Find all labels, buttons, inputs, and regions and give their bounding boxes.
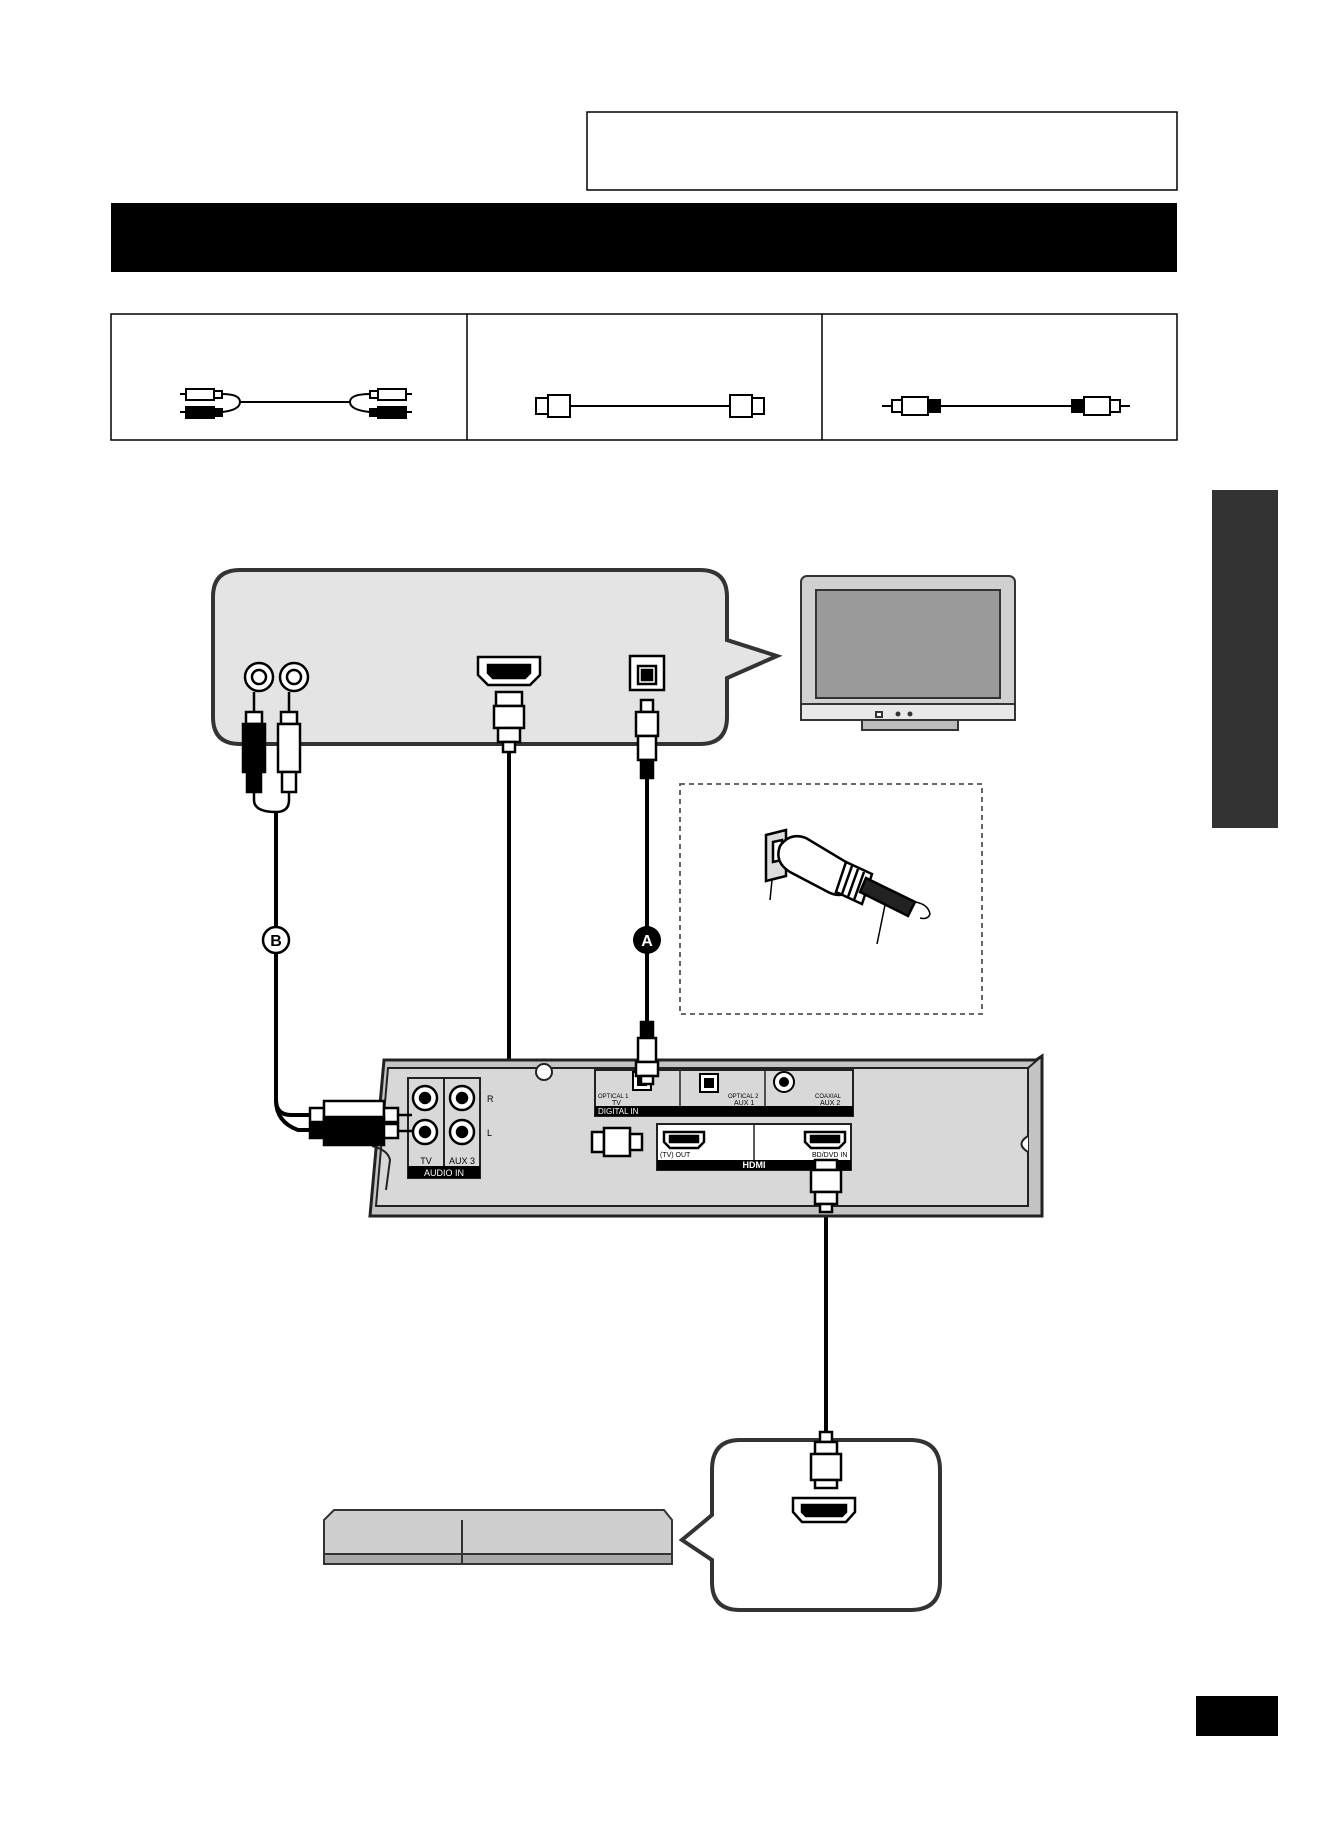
rca-plugs-tv-end: [241, 692, 302, 814]
svg-text:L: L: [487, 1128, 492, 1138]
tv-audio-out-jacks: [243, 661, 310, 693]
svg-text:TV: TV: [612, 1100, 621, 1107]
bd-player-bubble: [678, 1438, 942, 1612]
tv-optical-port: [628, 654, 666, 692]
svg-text:TV: TV: [420, 1156, 432, 1166]
optical-plug-tv-end: [634, 698, 660, 780]
side-tab: [1212, 490, 1278, 828]
svg-text:A: A: [641, 933, 653, 950]
svg-text:(TV) OUT: (TV) OUT: [660, 1152, 691, 1159]
optical-cable-icon: [882, 396, 1130, 416]
audio-in-section: R L TV AUX 3 AUDIO IN: [407, 1077, 494, 1179]
cable-marker-b: B: [261, 925, 291, 955]
optical-plug-detail: [679, 783, 983, 1015]
bd-hdmi-port: [791, 1496, 857, 1524]
header-box: [586, 111, 1178, 191]
svg-text:OPTICAL 1: OPTICAL 1: [598, 1094, 629, 1100]
tv-icon: [800, 575, 1016, 731]
page-number-box: [1196, 1696, 1278, 1736]
cable-marker-a: A: [633, 926, 661, 954]
svg-text:B: B: [270, 933, 282, 950]
hdmi-plug-soundbar-bd-in: [809, 1158, 843, 1214]
svg-text:AUDIO IN: AUDIO IN: [424, 1168, 464, 1178]
svg-text:AUX 1: AUX 1: [734, 1100, 754, 1107]
svg-text:AUX 2: AUX 2: [820, 1100, 840, 1107]
title-bar: [111, 203, 1177, 272]
digital-in-section: OPTICAL 1 TV OPTICAL 2 AUX 1 COAXIAL AUX…: [594, 1069, 854, 1117]
svg-text:HDMI: HDMI: [743, 1160, 766, 1170]
tv-hdmi-port: [476, 655, 542, 687]
cable-b-rca: [274, 812, 310, 1117]
svg-text:AUX 3: AUX 3: [449, 1156, 475, 1166]
svg-text:COAXIAL: COAXIAL: [815, 1094, 842, 1100]
cable-legend-table: [110, 313, 1178, 441]
svg-text:OPTICAL 2: OPTICAL 2: [728, 1094, 759, 1100]
hdmi-plug-soundbar-tv-out: [590, 1126, 644, 1158]
optical-plug-soundbar-end: [634, 1020, 660, 1086]
hdmi-cable-icon: [535, 394, 765, 418]
svg-text:DIGITAL IN: DIGITAL IN: [598, 1107, 639, 1116]
bd-player-icon: [323, 1509, 673, 1565]
rca-cable-icon: [180, 388, 412, 419]
svg-text:R: R: [487, 1094, 494, 1104]
hdmi-plug-bd-end: [809, 1430, 843, 1490]
svg-text:BD/DVD IN: BD/DVD IN: [812, 1152, 847, 1159]
rca-plugs-soundbar-end: [308, 1099, 412, 1147]
hdmi-plug-tv-end: [492, 690, 526, 754]
